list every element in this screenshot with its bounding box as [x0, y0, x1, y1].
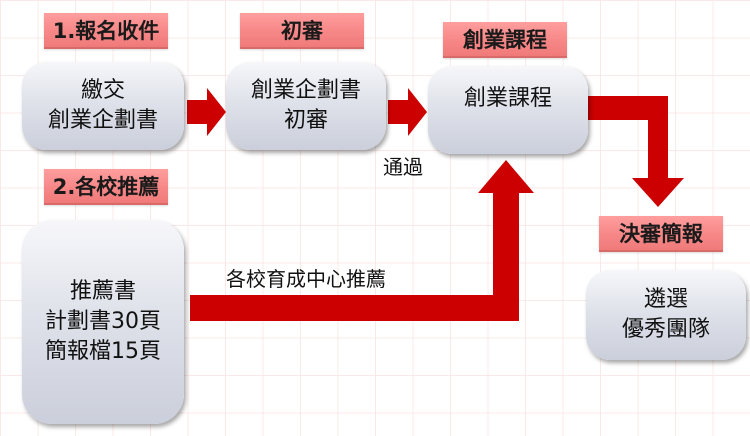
- box-register: 繳交 創業企劃書: [22, 62, 184, 150]
- arrow-register-to-review: [187, 88, 226, 136]
- box-final: 遴選 優秀團隊: [586, 270, 746, 360]
- tag-final: 決審簡報: [599, 216, 723, 252]
- box-register-line-1: 繳交: [80, 78, 125, 104]
- tag-recommend: 2.各校推薦: [44, 169, 168, 205]
- box-final-line-2: 優秀團隊: [621, 317, 710, 342]
- tag-register: 1.報名收件: [44, 13, 168, 49]
- tag-review: 初審: [240, 13, 364, 49]
- label-recommend: 各校育成中心推薦: [226, 267, 386, 291]
- box-recommend: 推薦書 計劃書30頁 簡報檔15頁: [22, 220, 184, 424]
- box-recommend-line-1: 推薦書: [69, 279, 136, 305]
- box-final-line-1: 遴選: [643, 287, 688, 313]
- box-course: 創業課程: [428, 66, 588, 154]
- box-register-line-2: 創業企劃書: [47, 108, 158, 133]
- box-review-line-2: 初審: [283, 108, 328, 133]
- arrow-recommend-to-course: [190, 160, 534, 321]
- label-pass: 通過: [383, 155, 423, 179]
- tag-course: 創業課程: [443, 22, 567, 58]
- box-course-line-1: 創業課程: [463, 86, 552, 111]
- box-recommend-line-3: 簡報檔15頁: [45, 338, 161, 364]
- box-recommend-line-2: 計劃書30頁: [45, 309, 161, 335]
- box-review-line-1: 創業企劃書: [250, 78, 361, 104]
- arrow-course-to-final: [587, 96, 684, 207]
- box-review: 創業企劃書 初審: [226, 62, 386, 150]
- arrow-review-to-course: [388, 88, 427, 136]
